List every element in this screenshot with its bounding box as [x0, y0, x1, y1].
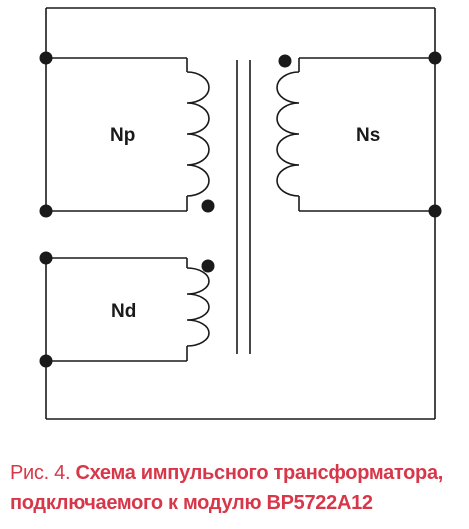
junction-dot [428, 204, 442, 218]
caption-title-part-1: Схема импульсного трансформатора, [75, 462, 444, 484]
caption-line-2: подключаемого к модулю BP5722A12 [10, 488, 465, 518]
secondary-polarity-dot [278, 54, 292, 68]
junction-dot [39, 251, 53, 265]
secondary-coil [276, 71, 300, 197]
junction-dot [428, 51, 442, 65]
transformer-schematic: Np Ns Nd [39, 7, 442, 420]
aux-polarity-dot [201, 259, 215, 273]
junction-dot [39, 204, 53, 218]
aux-coil [186, 267, 210, 347]
figure-caption: Рис. 4. Схема импульсного трансформатора… [10, 458, 465, 518]
primary-winding-label: Np [110, 125, 135, 146]
aux-winding-label: Nd [111, 301, 136, 322]
primary-polarity-dot [201, 199, 215, 213]
caption-title-part-2: подключаемого к модулю BP5722A12 [10, 492, 373, 514]
primary-coil [186, 71, 210, 197]
junction-dot [39, 354, 53, 368]
caption-line-1: Рис. 4. Схема импульсного трансформатора… [10, 458, 465, 488]
caption-prefix: Рис. 4. [10, 462, 76, 484]
secondary-winding-label: Ns [356, 125, 380, 146]
junction-dot [39, 51, 53, 65]
